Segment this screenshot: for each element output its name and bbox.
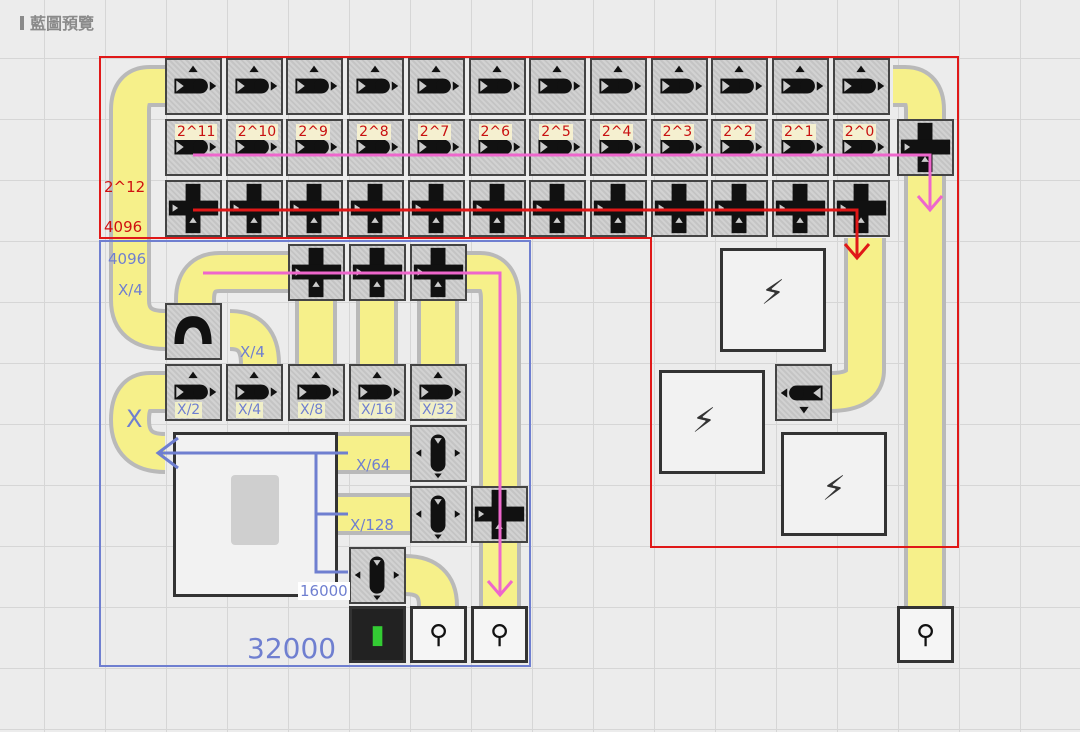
power-label: 2^5 [539, 124, 573, 140]
label-x128: X/128 [350, 516, 394, 534]
power-label: 2^2 [721, 124, 755, 140]
machine-top[interactable]: ⚡ [720, 248, 826, 352]
merger-icon [235, 65, 277, 94]
merger-tile[interactable] [225, 58, 283, 115]
storage-machine[interactable] [173, 432, 338, 597]
merger-tile[interactable] [347, 119, 405, 176]
splitter-tile[interactable] [410, 486, 467, 543]
merger-tile[interactable] [775, 364, 832, 421]
conveyor-belts [108, 65, 946, 610]
merger-icon [842, 65, 884, 94]
merger-icon [720, 65, 763, 94]
power-label: 2^6 [478, 124, 513, 140]
splitter-icon [415, 434, 461, 479]
merger-tile[interactable] [288, 364, 345, 421]
merger-icon [781, 65, 824, 94]
page-title: 藍圖預覽 [20, 10, 94, 34]
label-4096-blue: 4096 [108, 250, 147, 268]
merger-icon [174, 65, 217, 94]
power-label: 2^3 [660, 124, 695, 140]
label-x: X [126, 405, 143, 433]
item-icon[interactable]: ▮ [349, 606, 406, 663]
red-arrow [193, 208, 871, 261]
bridge-tile[interactable] [165, 303, 222, 360]
merger-icon [297, 371, 340, 400]
merger-icon [599, 65, 642, 94]
merger-icon [417, 126, 460, 155]
pink-arrow-top [193, 153, 944, 213]
power-label: 2^1 [782, 124, 816, 140]
bridge-icon [174, 316, 212, 345]
label-2-12: 2^12 [104, 178, 146, 196]
splitter-icon [354, 556, 400, 601]
merger-icon [417, 65, 460, 94]
power-label: 2^10 [235, 124, 279, 140]
search-icon[interactable]: ⚲ [410, 606, 467, 663]
merger-tile[interactable] [286, 119, 344, 176]
merger-tile[interactable] [286, 58, 344, 115]
lightning-icon: ⚡ [761, 273, 785, 313]
merger-icon [235, 371, 278, 400]
lightning-icon: ⚡ [822, 469, 846, 509]
pink-arrow-bottom [203, 271, 514, 598]
power-label: 2^0 [842, 124, 877, 140]
merger-tile[interactable] [529, 58, 587, 115]
blue-region-outline [99, 240, 531, 667]
merger-tile[interactable] [347, 58, 405, 115]
blue-arrow [155, 436, 348, 574]
merger-icon [780, 385, 823, 414]
splitter-ratio-label: X/32 [420, 402, 457, 418]
merger-icon [660, 65, 702, 94]
merger-icon [174, 371, 217, 400]
label-x4-2: X/4 [240, 343, 265, 361]
machine-left[interactable]: ⚡ [659, 370, 765, 474]
merger-icon [356, 65, 399, 94]
power-label: 2^9 [296, 124, 330, 140]
merger-tile[interactable] [772, 58, 829, 115]
merger-icon [419, 371, 462, 400]
merger-tile[interactable] [711, 58, 769, 115]
splitter-ratio-label: X/2 [175, 402, 203, 418]
splitter-tile[interactable] [410, 425, 467, 482]
power-label: 2^8 [357, 124, 391, 140]
merger-tile[interactable] [589, 58, 647, 115]
crossing-icon [775, 183, 826, 234]
storage-icon [231, 475, 279, 545]
label-4096-red: 4096 [104, 218, 143, 236]
splitter-ratio-label: X/8 [298, 402, 326, 418]
merger-tile[interactable] [165, 58, 222, 115]
merger-tile[interactable] [650, 58, 708, 115]
label-16000: 16000 [298, 582, 350, 600]
splitter-ratio-label: X/16 [359, 402, 396, 418]
search-icon[interactable]: ⚲ [471, 606, 528, 663]
red-region-outline [99, 56, 959, 548]
merger-icon [358, 371, 401, 400]
lightning-icon: ⚡ [692, 401, 716, 441]
search-icon[interactable]: ⚲ [897, 606, 954, 663]
splitter-ratio-label: X/4 [236, 402, 264, 418]
merger-icon [295, 65, 338, 94]
power-label: 2^4 [599, 124, 634, 140]
power-label: 2^11 [175, 124, 218, 140]
merger-tile[interactable] [832, 58, 890, 115]
merger-tile[interactable] [468, 58, 526, 115]
splitter-icon [415, 495, 461, 540]
power-label: 2^7 [417, 124, 452, 140]
crossing-tile[interactable] [832, 180, 890, 237]
label-x4: X/4 [118, 281, 143, 299]
splitter-tile[interactable] [349, 547, 406, 604]
merger-icon [477, 65, 520, 94]
merger-icon [538, 65, 581, 94]
label-x64: X/64 [356, 456, 391, 474]
label-32000: 32000 [247, 632, 337, 665]
merger-tile[interactable] [407, 58, 465, 115]
machine-right[interactable]: ⚡ [781, 432, 887, 536]
